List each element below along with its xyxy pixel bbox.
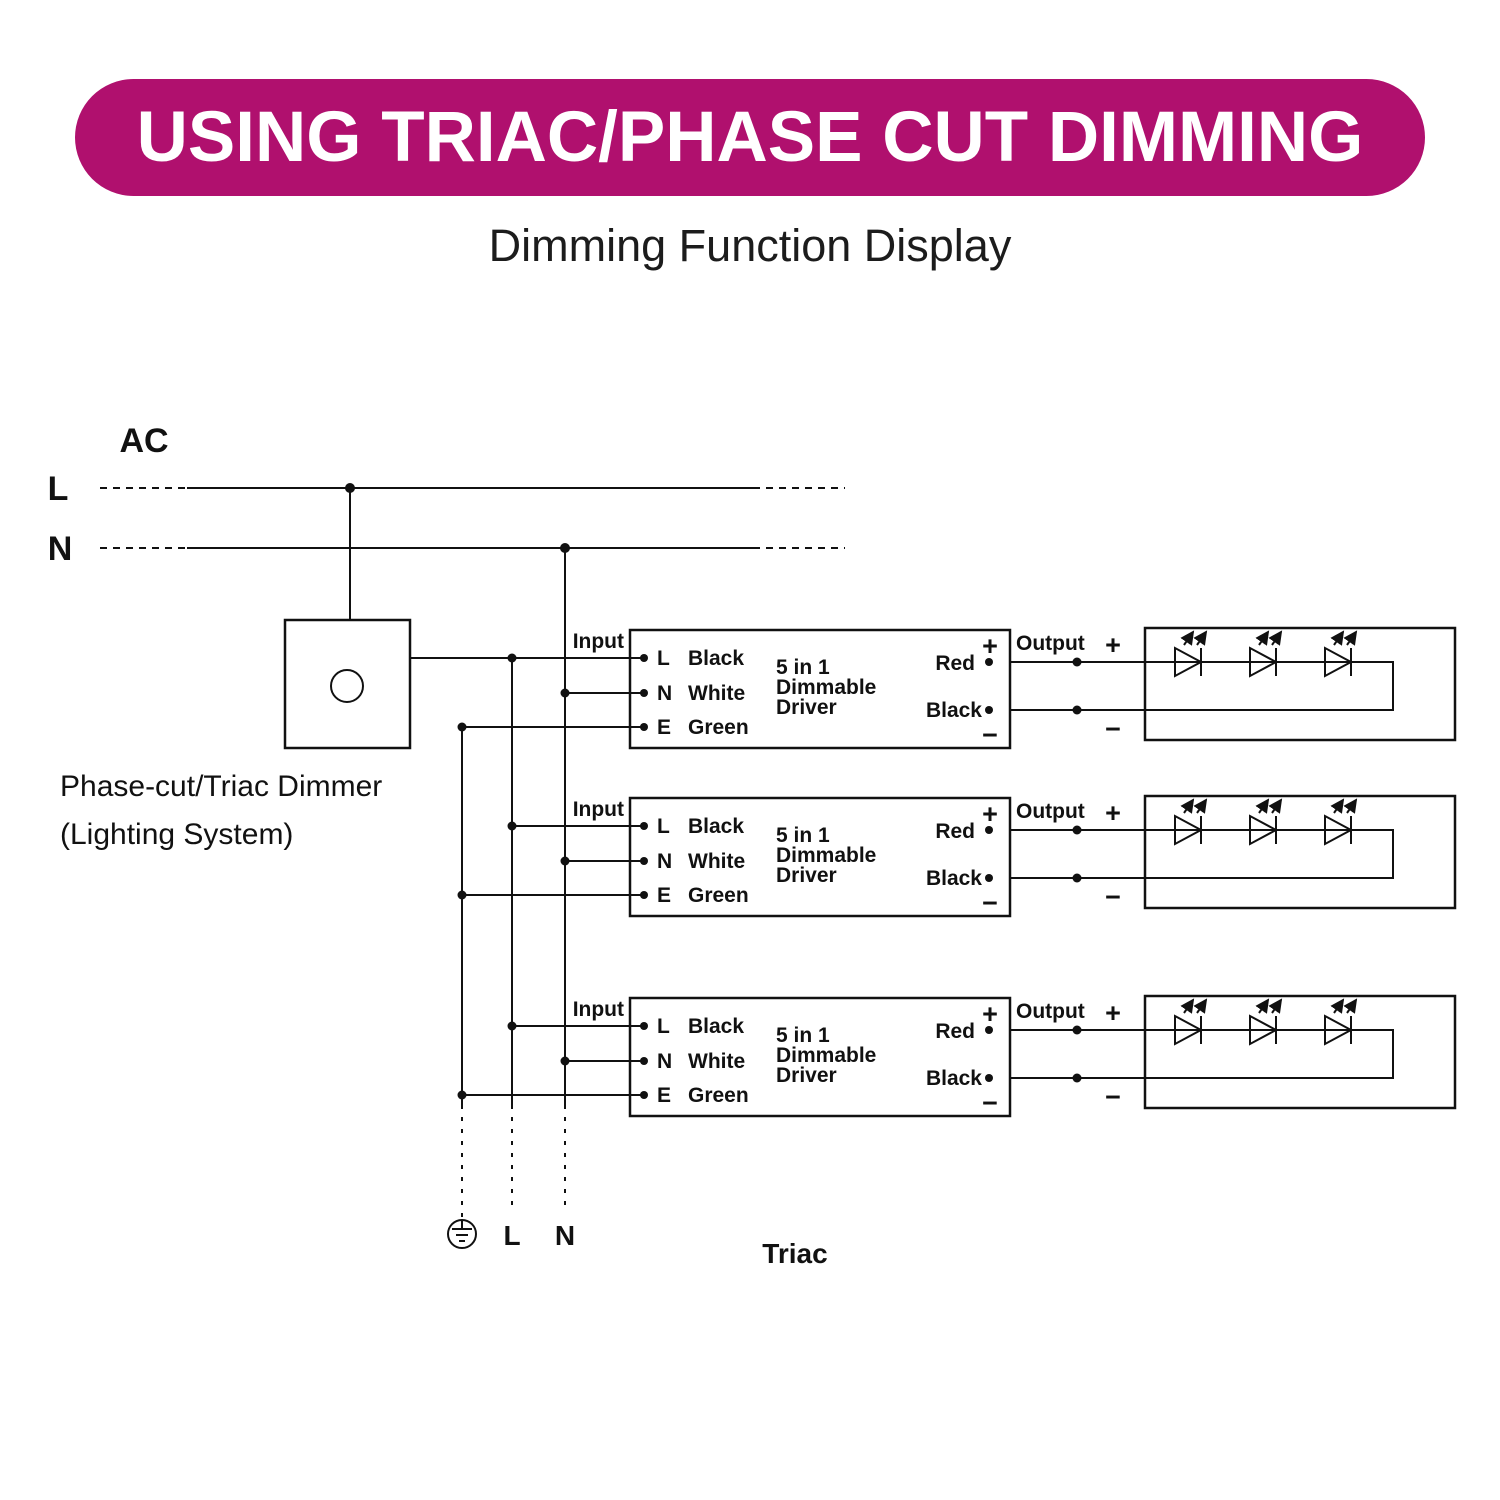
title-banner: USING TRIAC/PHASE CUT DIMMING (75, 79, 1425, 196)
dimmer-box (283, 618, 412, 750)
driver-unit-2 (458, 796, 1456, 918)
dimmer-caption-line1: Phase-cut/Triac Dimmer (60, 770, 382, 803)
ac-label: AC (119, 422, 168, 460)
dimmer-caption-line2: (Lighting System) (60, 818, 293, 851)
bus-wiring (349, 487, 566, 1218)
mains-wiring (100, 483, 845, 553)
driver-unit-1 (458, 628, 1456, 750)
bottom-l-label: L (503, 1220, 520, 1251)
mains-l-label: L (48, 470, 69, 508)
triac-label: Triac (762, 1238, 827, 1269)
driver-unit-3 (458, 996, 1456, 1118)
earth-ground-icon (447, 1219, 477, 1249)
dimmer (283, 618, 412, 750)
mains-n-label: N (48, 530, 73, 568)
dimmer-knob-icon (330, 669, 364, 703)
page-title: USING TRIAC/PHASE CUT DIMMING (136, 98, 1364, 177)
bottom-n-label: N (555, 1220, 575, 1251)
page-subtitle: Dimming Function Display (488, 220, 1012, 271)
